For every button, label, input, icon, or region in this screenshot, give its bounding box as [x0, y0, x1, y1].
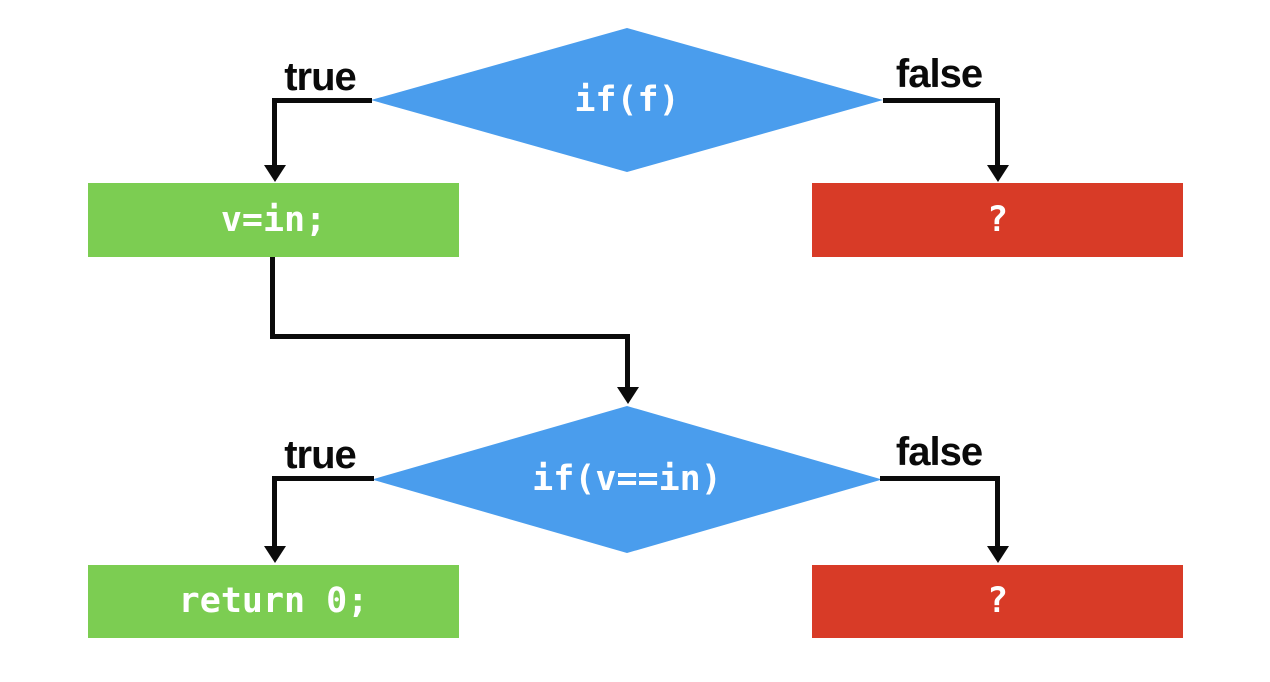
- edge-false-1-vertical: [995, 98, 1000, 166]
- decision-node-if-f: if(f): [371, 28, 883, 172]
- branch-label-true-1: true: [284, 55, 357, 99]
- process-node-v-assign: v=in;: [88, 183, 459, 257]
- branch-label-false-1: false: [895, 52, 983, 96]
- edge-false-2-arrowhead-icon: [987, 546, 1009, 563]
- edge-true-2-vertical: [272, 476, 277, 546]
- unknown-node-1: ?: [812, 183, 1183, 257]
- branch-label-true-2: true: [284, 433, 357, 477]
- branch-label-false-2: false: [895, 430, 983, 474]
- edge-connector-vertical-1: [270, 257, 275, 339]
- decision-node-if-v-eq-in-label: if(v==in): [532, 459, 722, 499]
- process-node-return-0-label: return 0;: [178, 581, 369, 621]
- unknown-node-2: ?: [812, 565, 1183, 638]
- decision-node-if-v-eq-in: if(v==in): [372, 406, 882, 553]
- edge-false-1-horizontal: [883, 98, 1000, 103]
- process-node-return-0: return 0;: [88, 565, 459, 638]
- unknown-node-2-label: ?: [986, 581, 1009, 621]
- edge-true-2-horizontal: [272, 476, 374, 481]
- decision-node-if-f-label: if(f): [574, 79, 680, 120]
- edge-true-2-arrowhead-icon: [264, 546, 286, 563]
- edge-connector-arrowhead-icon: [617, 387, 639, 404]
- edge-false-1-arrowhead-icon: [987, 165, 1009, 182]
- unknown-node-1-label: ?: [986, 199, 1009, 240]
- edge-true-1-vertical: [272, 98, 277, 166]
- edge-connector-vertical-2: [625, 334, 630, 388]
- edge-true-1-horizontal: [272, 98, 372, 103]
- edge-true-1-arrowhead-icon: [264, 165, 286, 182]
- edge-false-2-vertical: [995, 476, 1000, 546]
- process-node-v-assign-label: v=in;: [220, 199, 327, 240]
- edge-connector-horizontal: [270, 334, 630, 339]
- edge-false-2-horizontal: [880, 476, 1000, 481]
